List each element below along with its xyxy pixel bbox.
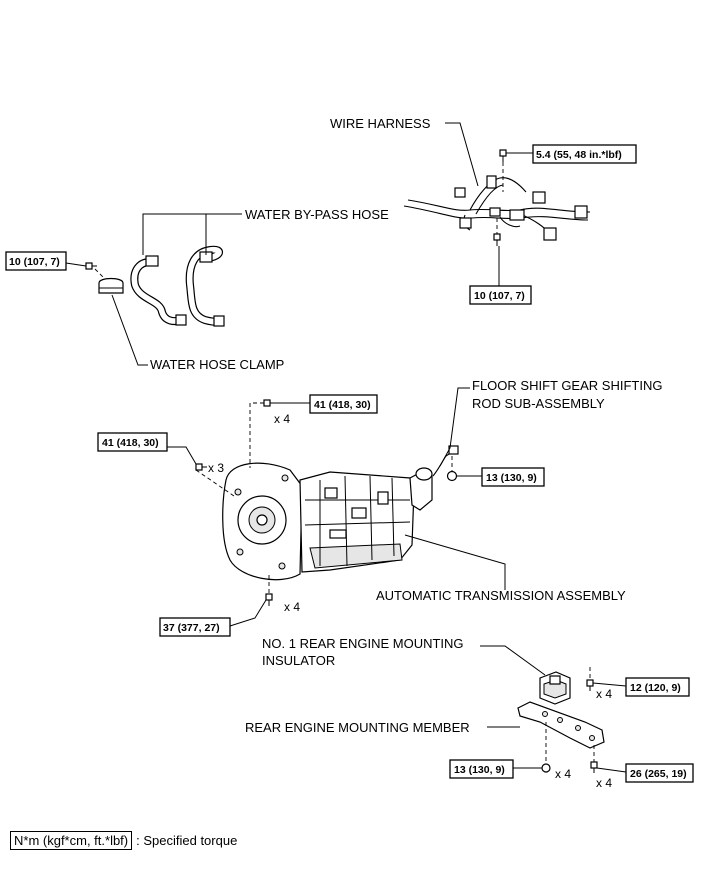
rear-mounting-insulator <box>539 671 571 705</box>
torque-wire-harness-bottom: 10 (107, 7) <box>474 290 525 302</box>
torque-legend: N*m (kgf*cm, ft.*lbf) : Specified torque <box>10 830 237 851</box>
wire-harness-label: WIRE HARNESS <box>330 116 431 131</box>
torque-wire-harness-top: 5.4 (55, 48 in.*lbf) <box>536 149 622 161</box>
nut-icon <box>446 470 458 482</box>
torque-member-bolt: 26 (265, 19) <box>630 768 687 780</box>
torque-insulator: 12 (120, 9) <box>630 682 681 694</box>
torque-box <box>625 677 690 697</box>
water-bypass-hose-label: WATER BY-PASS HOSE <box>245 207 389 222</box>
automatic-transmission <box>222 462 433 581</box>
torque-box <box>532 144 637 164</box>
torque-box <box>5 251 67 271</box>
multiplier-trans-bottom: x 4 <box>284 600 300 614</box>
rear-member-label: REAR ENGINE MOUNTING MEMBER <box>245 720 470 735</box>
multiplier-member-nut: x 4 <box>555 767 571 781</box>
rear-insulator-label-2: INSULATOR <box>262 653 335 668</box>
rear-mounting-member <box>517 701 605 749</box>
torque-trans-bottom: 37 (377, 27) <box>163 622 220 634</box>
bolt-icon <box>265 593 273 606</box>
floor-shift-label-2: ROD SUB-ASSEMBLY <box>472 396 605 411</box>
torque-box <box>159 617 231 637</box>
wire-harness <box>403 175 591 241</box>
torque-hose-clamp: 10 (107, 7) <box>9 256 60 268</box>
floor-shift-label-1: FLOOR SHIFT GEAR SHIFTING <box>472 378 662 393</box>
multiplier-trans-left: x 3 <box>208 461 224 475</box>
torque-box <box>625 763 694 783</box>
torque-member-nut: 13 (130, 9) <box>454 764 505 776</box>
water-hose-clamp <box>98 277 124 294</box>
multiplier-insulator: x 4 <box>596 687 612 701</box>
water-bypass-hose <box>130 245 225 327</box>
bolt-icon <box>263 399 276 407</box>
bolt-icon <box>586 679 594 691</box>
automatic-transmission-label: AUTOMATIC TRANSMISSION ASSEMBLY <box>376 588 626 603</box>
legend-box: N*m (kgf*cm, ft.*lbf) <box>10 831 133 850</box>
water-hose-clamp-label: WATER HOSE CLAMP <box>150 357 284 372</box>
multiplier-member-bolt: x 4 <box>596 776 612 790</box>
bolt-icon <box>85 262 97 270</box>
torque-box <box>309 394 378 414</box>
torque-box <box>481 467 545 487</box>
bolt-icon <box>195 463 207 471</box>
legend-text: : Specified torque <box>136 833 238 848</box>
bolt-icon <box>493 233 501 246</box>
bolt-icon <box>499 149 507 162</box>
bolt-icon <box>590 761 598 773</box>
torque-box <box>97 432 168 452</box>
torque-box <box>469 285 532 305</box>
nut-icon <box>541 763 551 773</box>
torque-trans-left: 41 (418, 30) <box>102 437 159 449</box>
multiplier-trans-top: x 4 <box>274 412 290 426</box>
rear-insulator-label-1: NO. 1 REAR ENGINE MOUNTING <box>262 636 464 651</box>
torque-box <box>449 759 514 779</box>
torque-shift-rod: 13 (130, 9) <box>486 472 537 484</box>
torque-trans-top: 41 (418, 30) <box>314 399 371 411</box>
